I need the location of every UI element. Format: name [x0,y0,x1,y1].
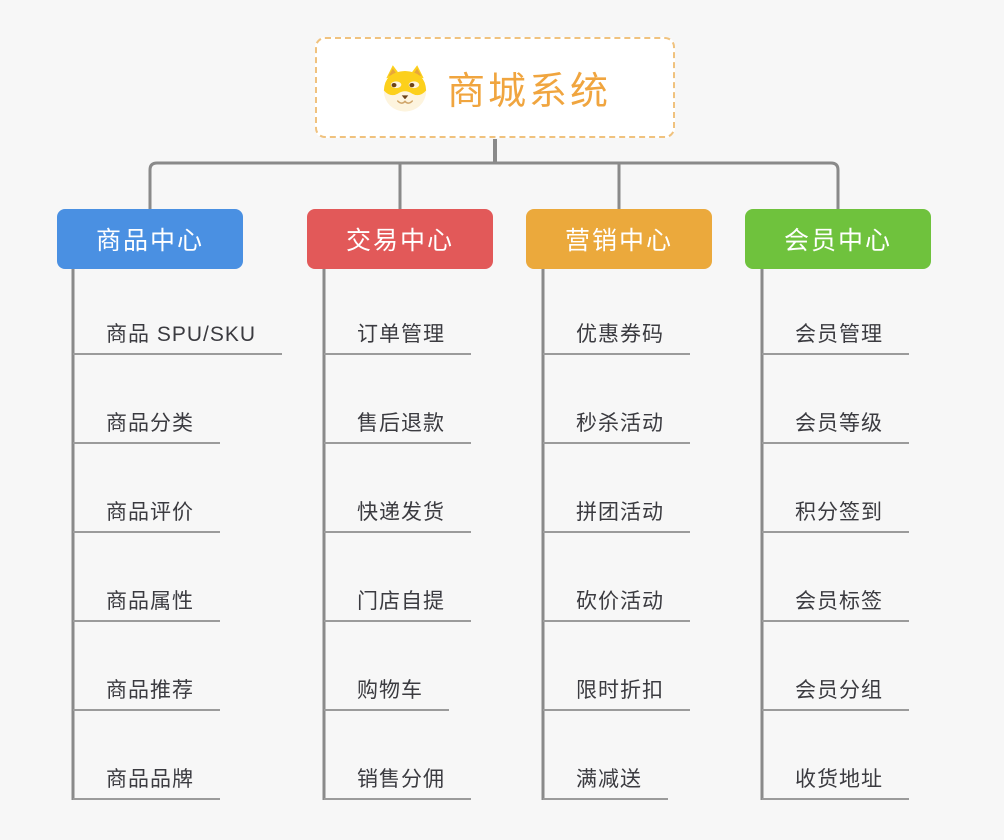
leaf-label: 会员分组 [795,679,883,702]
leaf-label: 快递发货 [357,501,445,524]
leaf-label: 秒杀活动 [576,412,664,435]
leaf-node[interactable]: 商品推荐 [73,671,220,711]
leaf-label: 商品推荐 [106,679,194,702]
leaf-node[interactable]: 商品 SPU/SKU [73,315,283,355]
branch-header-products[interactable]: 商品中心 [57,209,243,269]
leaf-label: 会员等级 [795,412,883,435]
leaf-label: 拼团活动 [576,501,664,524]
leaf-node[interactable]: 秒杀活动 [543,404,690,444]
leaf-node[interactable]: 限时折扣 [543,671,690,711]
leaf-label: 会员管理 [795,323,883,346]
leaf-label: 商品分类 [106,412,194,435]
leaf-node[interactable]: 商品品牌 [73,760,220,800]
root-title: 商城系统 [446,71,611,113]
leaf-node[interactable]: 会员等级 [762,404,909,444]
leaf-label: 购物车 [357,679,423,702]
leaf-node[interactable]: 优惠券码 [543,315,690,355]
leaf-node[interactable]: 销售分佣 [324,760,471,800]
leaf-node[interactable]: 积分签到 [762,493,909,533]
leaf-node[interactable]: 收货地址 [762,760,909,800]
leaf-label: 订单管理 [357,323,445,346]
leaf-node[interactable]: 拼团活动 [543,493,690,533]
leaf-label: 收货地址 [795,768,883,791]
leaf-node[interactable]: 会员分组 [762,671,909,711]
leaf-node[interactable]: 商品评价 [73,493,220,533]
root-node[interactable]: 商城系统 [315,37,675,138]
leaf-label: 优惠券码 [576,323,664,346]
leaf-node[interactable]: 满减送 [543,760,668,800]
leaf-label: 商品属性 [106,590,194,613]
leaf-label: 商品评价 [106,501,194,524]
leaf-label: 商品 SPU/SKU [106,323,257,346]
leaf-label: 砍价活动 [576,590,664,613]
leaf-label: 满减送 [576,768,642,791]
leaf-node[interactable]: 快递发货 [324,493,471,533]
leaf-label: 商品品牌 [106,768,194,791]
leaf-node[interactable]: 会员管理 [762,315,909,355]
leaf-label: 积分签到 [795,501,883,524]
leaf-node[interactable]: 商品分类 [73,404,220,444]
leaf-node[interactable]: 售后退款 [324,404,471,444]
branch-header-trade[interactable]: 交易中心 [307,209,493,269]
leaf-node[interactable]: 订单管理 [324,315,471,355]
leaf-node[interactable]: 砍价活动 [543,582,690,622]
leaf-node[interactable]: 购物车 [324,671,449,711]
branch-header-marketing[interactable]: 营销中心 [526,209,712,269]
leaf-node[interactable]: 会员标签 [762,582,909,622]
branch-header-members[interactable]: 会员中心 [745,209,931,269]
leaf-node[interactable]: 商品属性 [73,582,220,622]
leaf-label: 售后退款 [357,412,445,435]
leaf-label: 会员标签 [795,590,883,613]
leaf-node[interactable]: 门店自提 [324,582,471,622]
leaf-label: 门店自提 [357,590,445,613]
leaf-label: 销售分佣 [357,768,445,791]
shiba-dog-icon [383,64,427,112]
leaf-label: 限时折扣 [576,679,664,702]
